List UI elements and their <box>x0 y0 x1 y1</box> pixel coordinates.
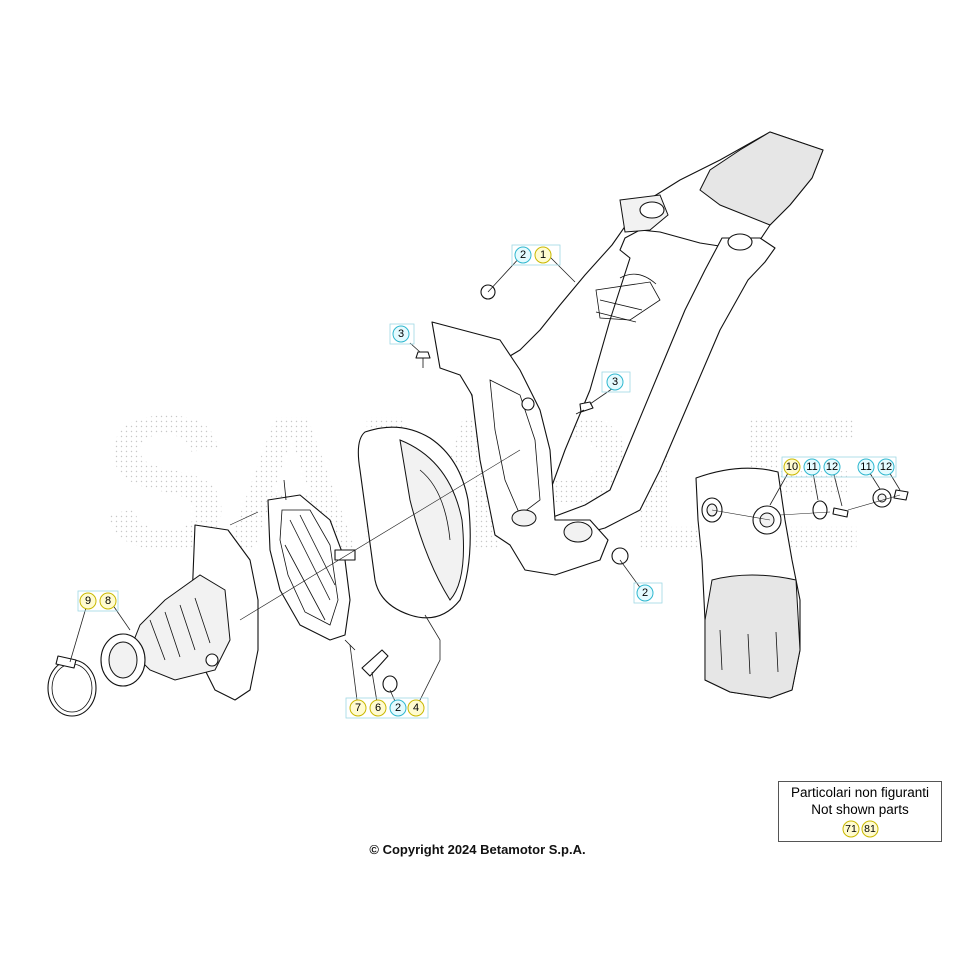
svg-text:6: 6 <box>375 702 381 714</box>
callout-4[interactable]: 4 <box>407 699 425 717</box>
filter-cage-part <box>267 479 356 651</box>
not-shown-parts-box: Particolari non figuranti Not shown part… <box>778 781 942 842</box>
callout-2[interactable]: 2 <box>389 699 407 717</box>
legend-title-en: Not shown parts <box>811 802 909 817</box>
callout-7[interactable]: 7 <box>349 699 367 717</box>
washer-bolt-set <box>812 488 909 520</box>
callout-8[interactable]: 8 <box>99 592 117 610</box>
callout-3[interactable]: 3 <box>606 373 624 391</box>
svg-text:8: 8 <box>105 595 111 607</box>
callout-3[interactable]: 3 <box>392 325 410 343</box>
svg-text:9: 9 <box>85 595 91 607</box>
svg-text:2: 2 <box>642 587 648 599</box>
hose-clamp-part <box>47 655 97 717</box>
svg-text:11: 11 <box>806 461 817 473</box>
svg-text:81: 81 <box>864 823 876 835</box>
svg-text:3: 3 <box>612 376 618 388</box>
svg-text:11: 11 <box>860 461 871 473</box>
svg-text:10: 10 <box>786 461 798 473</box>
assembly-lines <box>239 449 901 621</box>
screw-3-upper <box>415 351 431 368</box>
copyright-notice: © Copyright 2024 Betamotor S.p.A. <box>369 842 586 857</box>
grommet-2-right <box>611 547 629 565</box>
clip-part <box>361 649 398 693</box>
callout-9[interactable]: 9 <box>79 592 97 610</box>
callout-2[interactable]: 2 <box>514 246 532 264</box>
svg-text:12: 12 <box>826 461 838 473</box>
callout-11[interactable]: 11 <box>857 458 875 476</box>
callout-71[interactable]: 71 <box>842 820 860 838</box>
svg-text:7: 7 <box>355 702 361 714</box>
svg-text:2: 2 <box>520 249 526 261</box>
callout-81[interactable]: 81 <box>861 820 879 838</box>
svg-text:3: 3 <box>398 328 404 340</box>
svg-text:4: 4 <box>413 702 419 714</box>
svg-text:71: 71 <box>845 823 857 835</box>
airbox-part <box>431 131 824 576</box>
legend-title-it: Particolari non figuranti <box>790 785 930 800</box>
callout-1[interactable]: 1 <box>534 246 552 264</box>
svg-text:2: 2 <box>395 702 401 714</box>
callout-2[interactable]: 2 <box>636 584 654 602</box>
legend-callouts: 71 81 <box>842 820 879 838</box>
air-filter-part <box>357 426 471 619</box>
screw-3-right <box>575 401 594 415</box>
callout-12[interactable]: 12 <box>823 458 841 476</box>
side-cover-part <box>695 467 801 699</box>
callout-11[interactable]: 11 <box>803 458 821 476</box>
svg-text:1: 1 <box>540 249 546 261</box>
callout-6[interactable]: 6 <box>369 699 387 717</box>
intake-boot-part <box>100 524 259 701</box>
svg-text:12: 12 <box>880 461 892 473</box>
callout-12[interactable]: 12 <box>877 458 895 476</box>
callout-boxes <box>77 244 897 719</box>
callout-10[interactable]: 10 <box>783 458 801 476</box>
